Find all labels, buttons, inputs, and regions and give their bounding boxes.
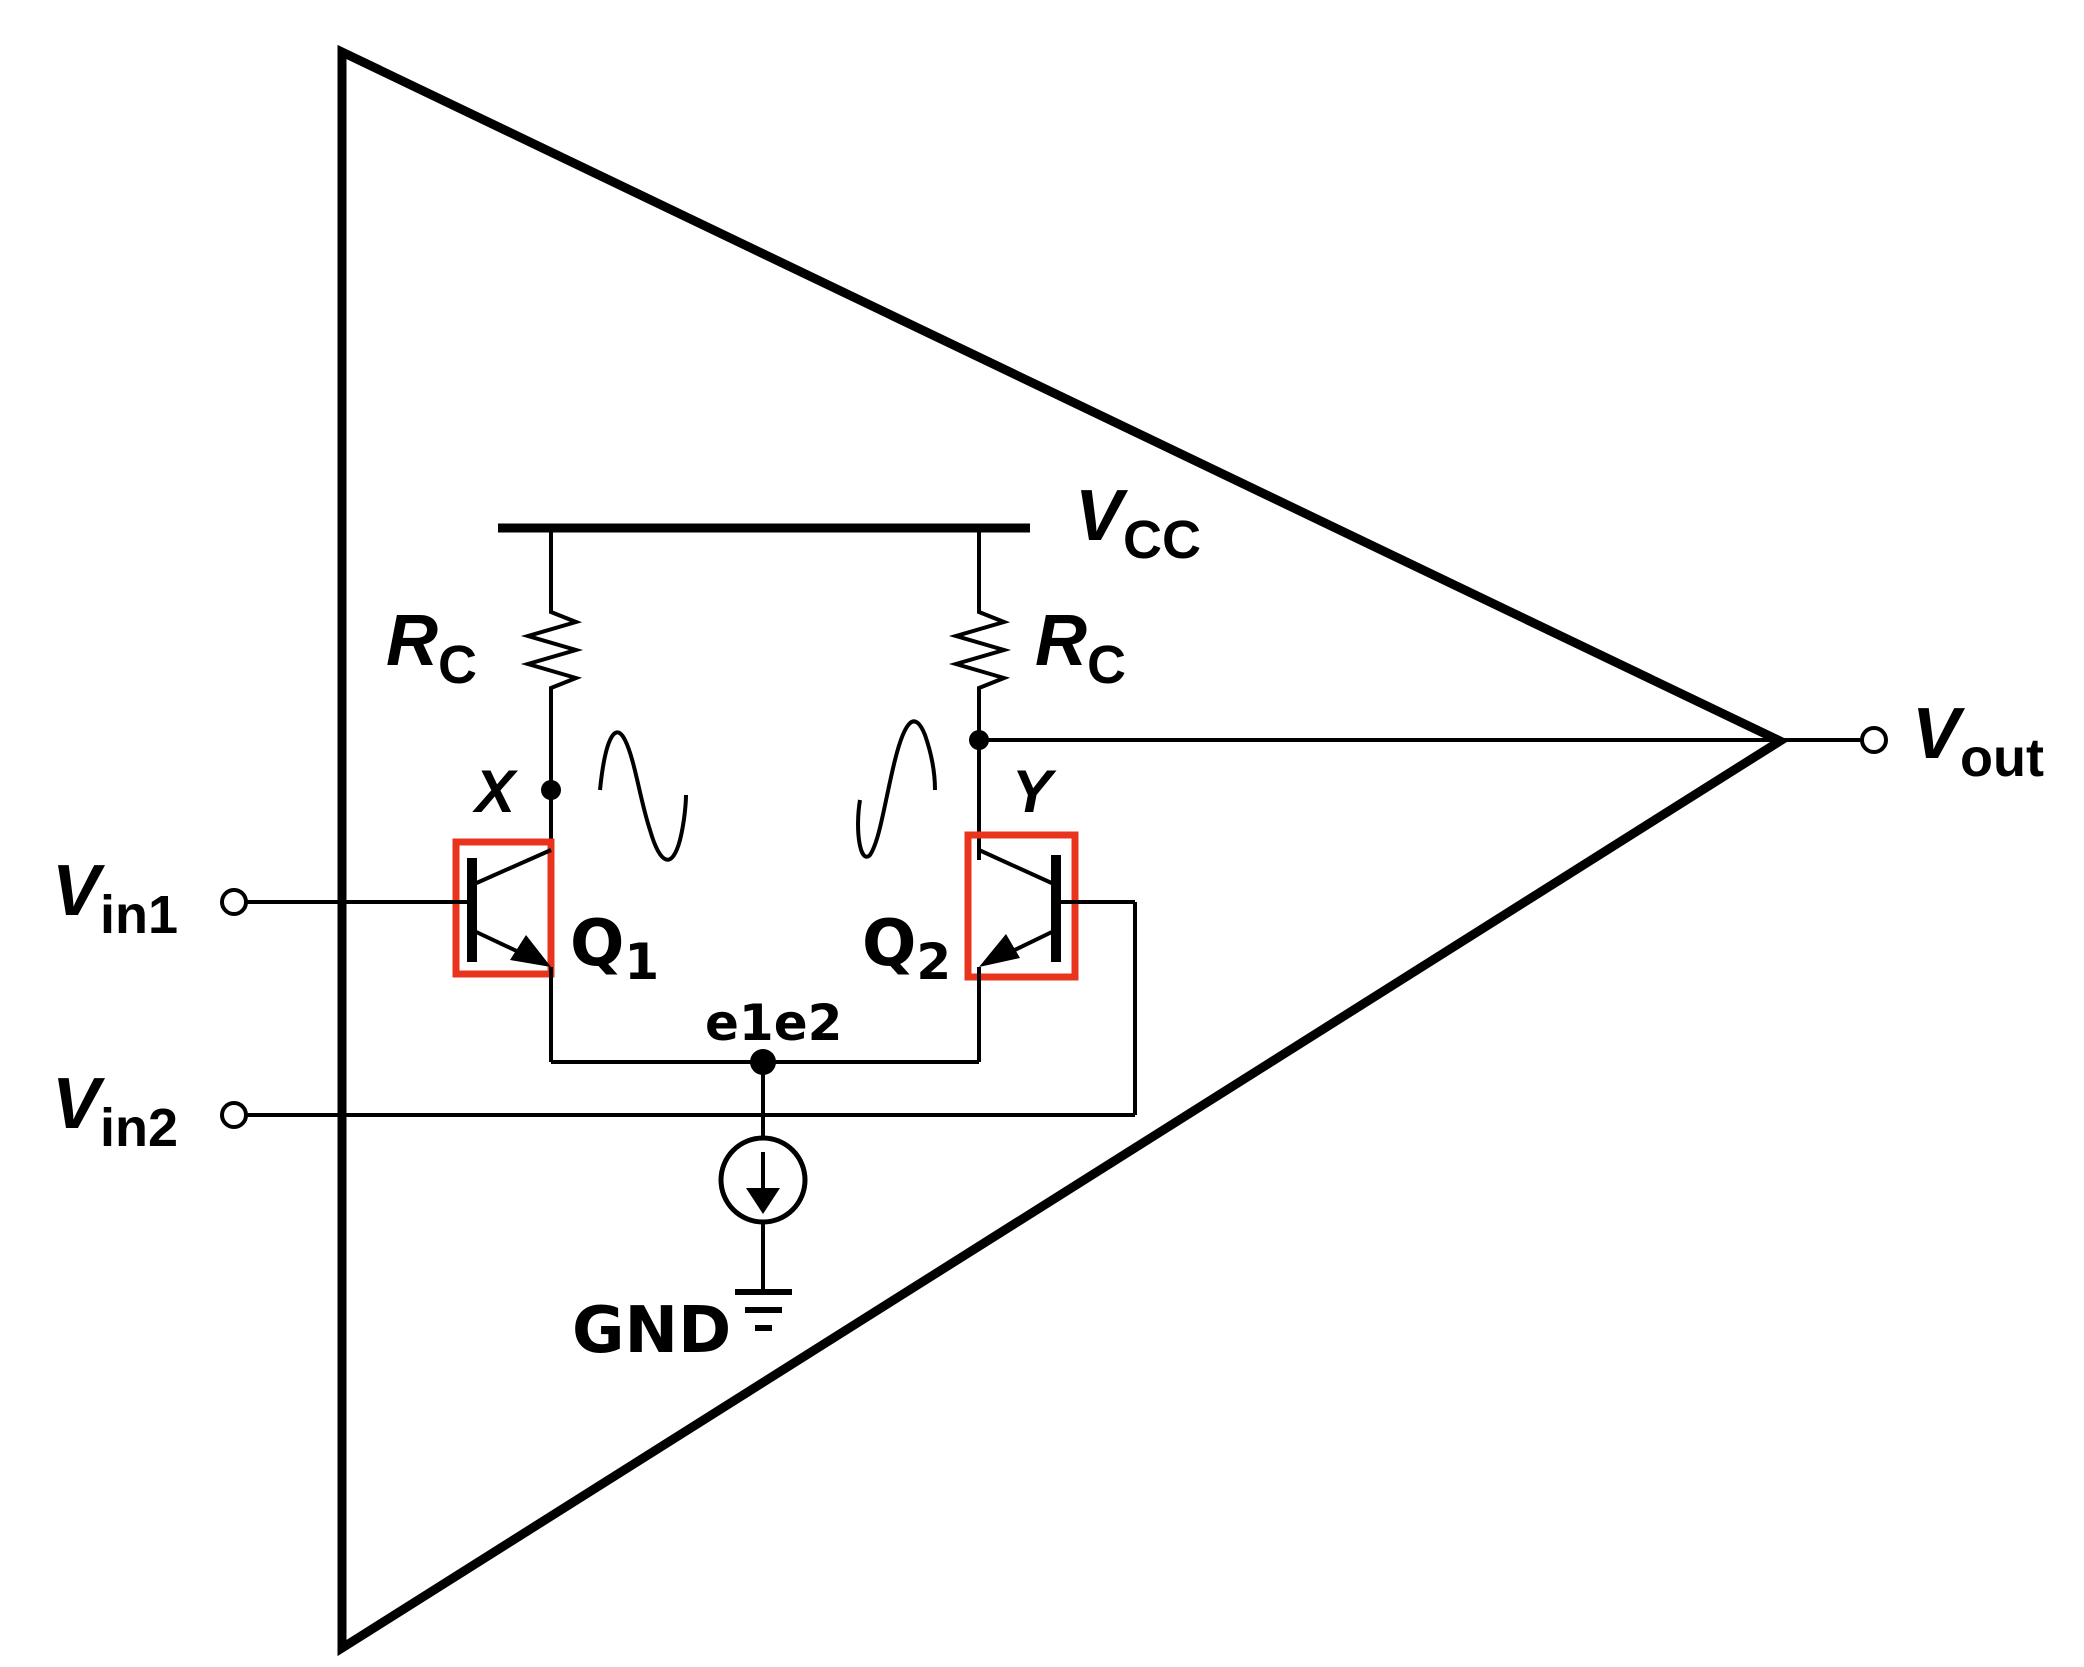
q2-highlight-box — [964, 831, 1079, 981]
resistor-rc-left — [520, 598, 584, 695]
q1-label: Q1 — [570, 907, 659, 991]
q1-emitter-arrow — [510, 935, 551, 967]
vin1-terminal[interactable] — [220, 888, 248, 916]
ground-label: GND — [572, 1294, 731, 1368]
vin2-terminal[interactable] — [220, 1101, 248, 1129]
resistor-rc-right — [948, 598, 1012, 695]
waveform-x — [598, 730, 688, 862]
vin2-label: Vin2 — [52, 1064, 178, 1158]
vin1-label: Vin1 — [52, 851, 178, 945]
rc-left-label: RC — [386, 601, 477, 695]
current-source-arrow-head — [746, 1188, 780, 1214]
q2-collector — [978, 848, 1057, 887]
q2-label: Q2 — [862, 907, 951, 991]
vout-label: Vout — [1912, 694, 2044, 788]
node-x-label: X — [472, 758, 519, 825]
q2-emitter-arrow — [979, 934, 1020, 967]
q1-collector — [471, 848, 552, 887]
node-y-label: Y — [1012, 758, 1057, 825]
q1-highlight-box — [452, 838, 555, 978]
vcc-label: VCC — [1075, 476, 1201, 570]
rc-right-label: RC — [1035, 601, 1126, 695]
waveform-y — [856, 719, 937, 859]
amplifier-triangle — [337, 44, 1790, 1657]
vout-terminal[interactable] — [1860, 726, 1888, 754]
emitter-node-label: e1e2 — [705, 994, 842, 1052]
